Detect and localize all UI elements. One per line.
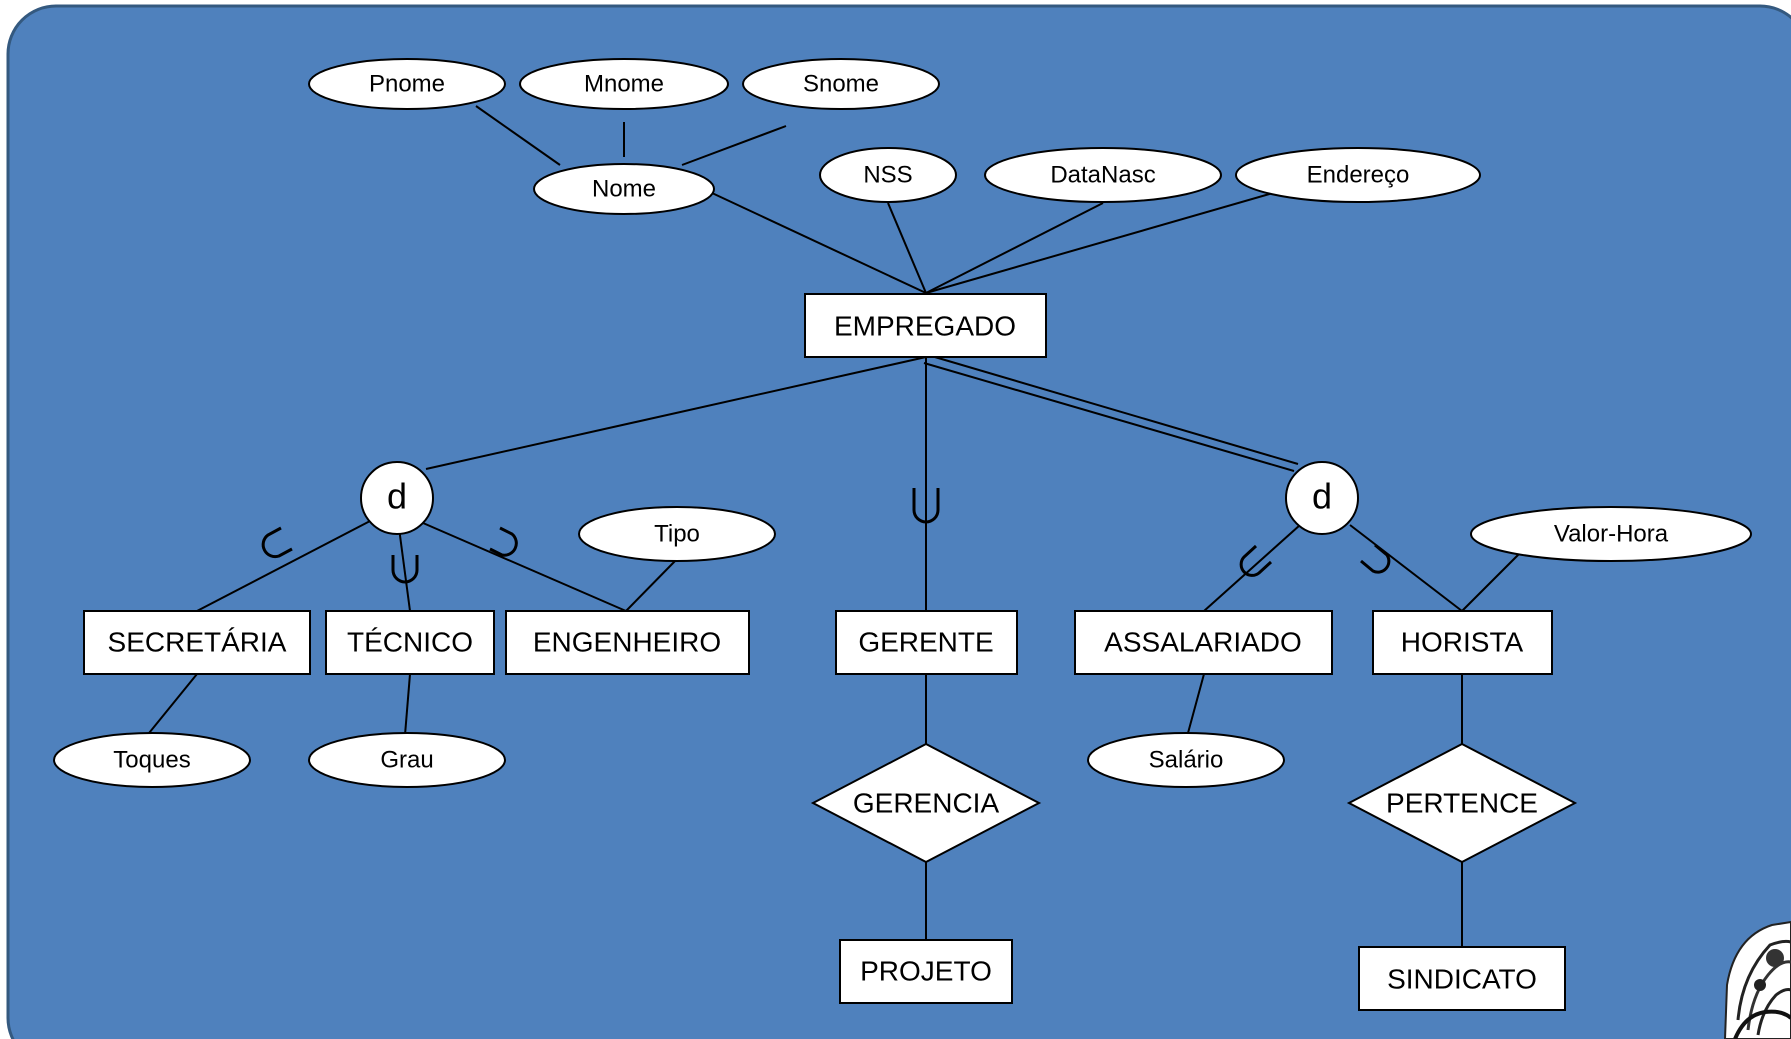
attribute-pnome-label: Pnome [369, 71, 445, 98]
attribute-toques: Toques [53, 732, 251, 788]
relationship-pertence-label: PERTENCE [1386, 788, 1538, 819]
attribute-tipo-label: Tipo [654, 521, 700, 548]
subset-symbol-engenheiro [489, 526, 518, 557]
entity-horista-label: HORISTA [1401, 627, 1524, 658]
attribute-datanasc-label: DataNasc [1050, 162, 1155, 189]
attribute-nome: Nome [533, 163, 715, 215]
entity-secretaria: SECRETÁRIA [83, 610, 311, 675]
entity-gerente: GERENTE [835, 610, 1018, 675]
attribute-nome-label: Nome [592, 176, 656, 203]
attribute-nss-label: NSS [863, 162, 912, 189]
relationship-pertence: PERTENCE [1346, 742, 1578, 864]
attribute-salario-label: Salário [1149, 747, 1224, 774]
entity-assalariado: ASSALARIADO [1074, 610, 1333, 675]
specialization-circle-left: d [360, 461, 434, 535]
entity-engenheiro-label: ENGENHEIRO [533, 627, 721, 658]
attribute-nss: NSS [819, 147, 957, 203]
subset-symbols [261, 488, 1391, 584]
entity-empregado: EMPREGADO [804, 293, 1047, 358]
subset-symbol-tecnico [391, 555, 419, 584]
attribute-tipo: Tipo [578, 506, 776, 562]
attribute-toques-label: Toques [113, 747, 190, 774]
subset-symbol-horista [1360, 543, 1391, 574]
entity-projeto-label: PROJETO [860, 956, 992, 987]
relationship-gerencia: GERENCIA [810, 742, 1042, 864]
attribute-mnome: Mnome [519, 58, 729, 110]
attribute-valor-hora-label: Valor-Hora [1554, 521, 1669, 548]
attribute-snome-label: Snome [803, 71, 879, 98]
entity-horista: HORISTA [1372, 610, 1553, 675]
attribute-endereco-label: Endereço [1307, 162, 1410, 189]
relationship-gerencia-label: GERENCIA [853, 788, 1000, 819]
entity-empregado-label: EMPREGADO [834, 311, 1016, 342]
specialization-circle-right: d [1285, 461, 1359, 535]
attribute-salario: Salário [1087, 732, 1285, 788]
attribute-grau: Grau [308, 732, 506, 788]
attribute-mnome-label: Mnome [584, 71, 664, 98]
entity-projeto: PROJETO [839, 939, 1013, 1004]
entity-gerente-label: GERENTE [858, 627, 993, 658]
entity-secretaria-label: SECRETÁRIA [108, 627, 287, 658]
connector-lines [144, 105, 1521, 947]
subset-symbol-secretaria [261, 526, 293, 559]
attribute-endereco: Endereço [1235, 147, 1481, 203]
attribute-datanasc: DataNasc [984, 147, 1222, 203]
university-logo [1723, 920, 1791, 1039]
entity-sindicato: SINDICATO [1358, 946, 1566, 1011]
subset-symbol-assalariado [1239, 544, 1273, 577]
disjoint-label-right: d [1312, 476, 1332, 517]
disjoint-label-left: d [387, 476, 407, 517]
entity-engenheiro: ENGENHEIRO [505, 610, 750, 675]
attribute-valor-hora: Valor-Hora [1470, 506, 1752, 562]
entity-tecnico: TÉCNICO [325, 610, 495, 675]
subset-symbol-gerente [912, 488, 940, 524]
attribute-grau-label: Grau [380, 747, 433, 774]
entity-tecnico-label: TÉCNICO [347, 627, 473, 658]
entity-sindicato-label: SINDICATO [1387, 964, 1537, 995]
attribute-pnome: Pnome [308, 58, 506, 110]
attribute-snome: Snome [742, 58, 940, 110]
entity-assalariado-label: ASSALARIADO [1104, 627, 1302, 658]
